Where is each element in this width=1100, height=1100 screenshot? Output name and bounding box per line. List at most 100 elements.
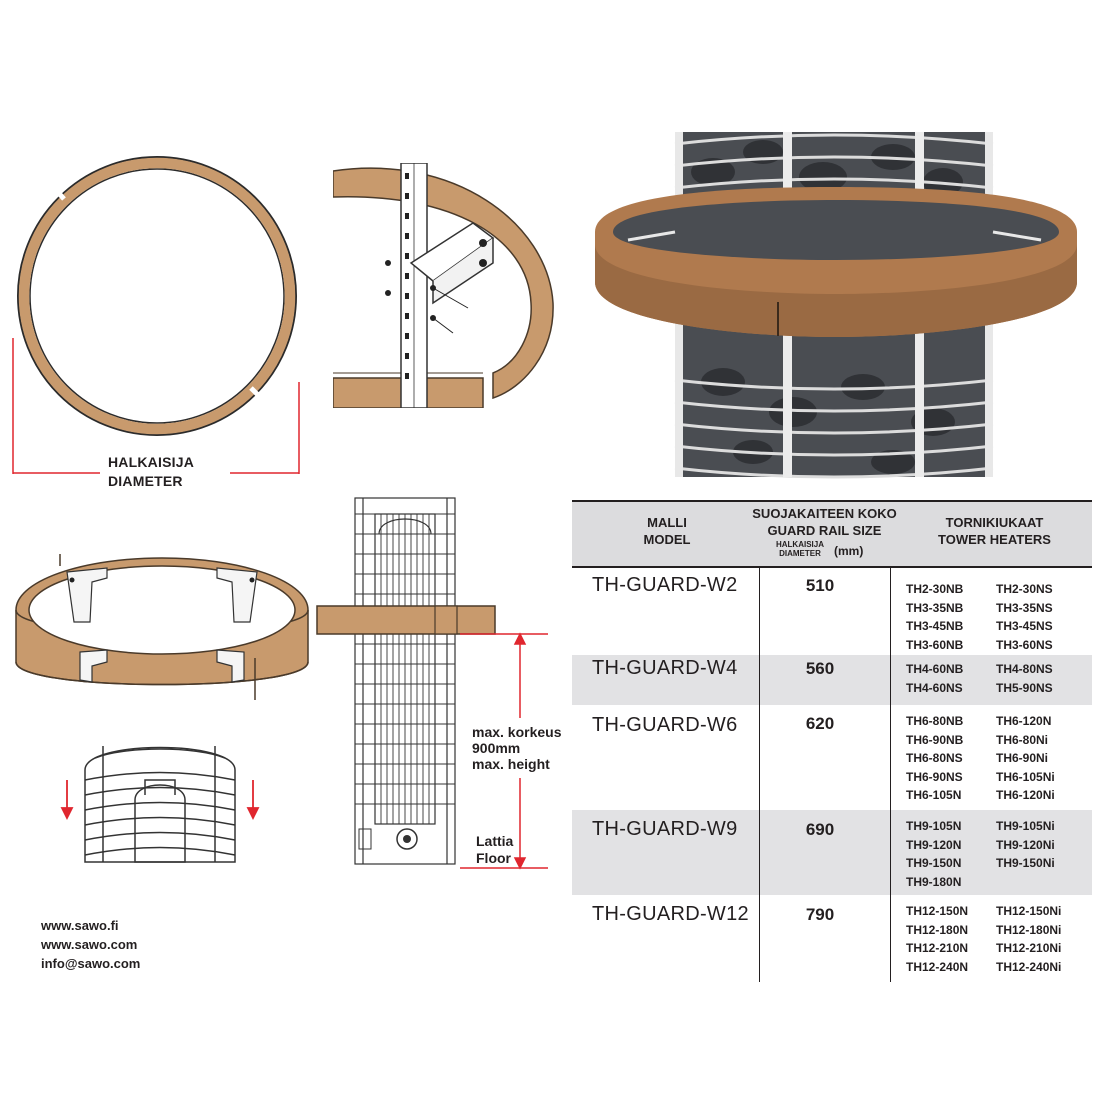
heater: TH9-105N bbox=[906, 819, 962, 833]
header-model-en: MODEL bbox=[643, 532, 691, 547]
heater: TH12-180N bbox=[906, 922, 969, 937]
header-size-unit: (mm) bbox=[834, 544, 864, 558]
height-label-value: 900mm bbox=[472, 740, 521, 756]
diameter-label-en: DIAMETER bbox=[108, 473, 183, 489]
heater: TH6-105N bbox=[906, 788, 962, 802]
bracket-detail-drawing bbox=[333, 163, 554, 408]
heater: TH6-90NB bbox=[906, 732, 964, 747]
model-w6: TH-GUARD-W6 bbox=[592, 714, 738, 736]
heater: TH6-80NB bbox=[906, 714, 964, 728]
header-heaters-en: TOWER HEATERS bbox=[938, 532, 1051, 547]
heaters-w2-a: TH2-30NB TH3-35NB TH3-45NB TH3-60NB bbox=[906, 580, 963, 654]
heater: TH2-30NS bbox=[996, 582, 1053, 596]
heater: TH6-120N bbox=[996, 714, 1052, 728]
heater: TH6-90NS bbox=[906, 769, 963, 784]
heater-with-guard-render bbox=[595, 132, 1077, 479]
heaters-w2-b: TH2-30NS TH3-35NS TH3-45NS TH3-60NS bbox=[996, 580, 1053, 654]
height-label-fi: max. korkeus bbox=[472, 724, 562, 740]
heater: TH4-80NS bbox=[996, 662, 1053, 676]
header-size-en: GUARD RAIL SIZE bbox=[767, 523, 882, 538]
heater: TH2-30NB bbox=[906, 582, 964, 596]
height-label: max. korkeus 900mm max. height bbox=[472, 724, 582, 772]
heater: TH3-45NB bbox=[906, 619, 964, 633]
header-size-sub-en: DIAMETER bbox=[779, 549, 821, 558]
heater: TH12-150Ni bbox=[996, 904, 1062, 918]
header-size-fi: SUOJAKAITEEN KOKO bbox=[752, 506, 897, 521]
guard-ring-perspective bbox=[15, 554, 309, 700]
header-heaters-fi: TORNIKIUKAAT bbox=[945, 515, 1044, 530]
heaters-w4-a: TH4-60NB TH4-60NS bbox=[906, 660, 963, 697]
heaters-w6-b: TH6-120N TH6-80Ni TH6-90Ni TH6-105Ni TH6… bbox=[996, 712, 1055, 805]
diameter-label-fi: HALKAISIJA bbox=[108, 454, 195, 470]
floor-label-fi: Lattia bbox=[476, 833, 514, 849]
row-shade-w9 bbox=[572, 810, 1092, 895]
guard-ring-top-view bbox=[17, 156, 297, 436]
heater: TH6-90Ni bbox=[996, 751, 1049, 765]
header-model: MALLI MODEL bbox=[602, 514, 732, 548]
heaters-w9-a: TH9-105N TH9-120N TH9-150N TH9-180N bbox=[906, 817, 961, 891]
col-divider-1 bbox=[759, 566, 760, 982]
heater: TH12-180Ni bbox=[996, 922, 1062, 937]
heater: TH12-240N bbox=[906, 959, 969, 974]
header-size: SUOJAKAITEEN KOKO GUARD RAIL SIZE bbox=[742, 505, 907, 539]
heaters-w12-b: TH12-150Ni TH12-180Ni TH12-210Ni TH12-24… bbox=[996, 902, 1061, 976]
header-size-sub: HALKAISIJA DIAMETER bbox=[765, 540, 835, 558]
heater: TH4-60NB bbox=[906, 662, 964, 676]
heater: TH9-180N bbox=[906, 874, 962, 889]
size-w12: 790 bbox=[805, 905, 835, 924]
diameter-label: HALKAISIJA DIAMETER bbox=[108, 453, 228, 491]
model-w9: TH-GUARD-W9 bbox=[592, 818, 738, 840]
heater: TH9-105Ni bbox=[996, 819, 1055, 833]
heaters-w6-a: TH6-80NB TH6-90NB TH6-80NS TH6-90NS TH6-… bbox=[906, 712, 963, 805]
floor-label-en: Floor bbox=[476, 850, 511, 866]
contact-email[interactable]: info@sawo.com bbox=[41, 956, 141, 971]
heater: TH12-240Ni bbox=[996, 959, 1062, 974]
heater: TH9-120N bbox=[906, 837, 962, 852]
heaters-w12-a: TH12-150N TH12-180N TH12-210N TH12-240N bbox=[906, 902, 968, 976]
heaters-w9-b: TH9-105Ni TH9-120Ni TH9-150Ni bbox=[996, 817, 1055, 873]
table-header-border bbox=[572, 566, 1092, 568]
model-w4: TH-GUARD-W4 bbox=[592, 657, 738, 679]
heater: TH3-45NS bbox=[996, 619, 1053, 633]
size-w4: 560 bbox=[805, 659, 835, 678]
table-header bbox=[572, 502, 1092, 566]
col-divider-2 bbox=[890, 566, 891, 982]
contact-info: www.sawo.fi www.sawo.com info@sawo.com bbox=[41, 916, 191, 973]
model-w2: TH-GUARD-W2 bbox=[592, 574, 738, 596]
heater: TH12-150N bbox=[906, 904, 969, 918]
size-w9: 690 bbox=[805, 820, 835, 839]
heater: TH3-60NS bbox=[996, 637, 1053, 652]
header-heaters: TORNIKIUKAAT TOWER HEATERS bbox=[902, 514, 1087, 548]
guard-size-table: MALLI MODEL SUOJAKAITEEN KOKO GUARD RAIL… bbox=[572, 500, 1092, 982]
heater: TH3-60NB bbox=[906, 637, 964, 652]
diameter-dimension bbox=[12, 338, 300, 474]
size-w6: 620 bbox=[805, 714, 835, 733]
contact-website-fi[interactable]: www.sawo.fi bbox=[41, 918, 119, 933]
heater-top-install bbox=[60, 746, 260, 863]
row-shade-w4 bbox=[572, 655, 1092, 705]
floor-label: Lattia Floor bbox=[476, 833, 546, 867]
heater: TH3-35NS bbox=[996, 600, 1053, 615]
heater: TH3-35NB bbox=[906, 600, 964, 615]
height-dimension bbox=[460, 632, 548, 870]
table-top-border bbox=[572, 500, 1092, 502]
tower-heater-side-view bbox=[316, 497, 496, 865]
heaters-w4-b: TH4-80NS TH5-90NS bbox=[996, 660, 1053, 697]
heater: TH12-210N bbox=[906, 941, 969, 955]
heater: TH5-90NS bbox=[996, 680, 1053, 695]
heater: TH6-120Ni bbox=[996, 788, 1055, 802]
contact-website-com[interactable]: www.sawo.com bbox=[41, 937, 138, 952]
heater: TH9-120Ni bbox=[996, 837, 1055, 852]
heater: TH9-150N bbox=[906, 856, 962, 870]
heater: TH9-150Ni bbox=[996, 856, 1055, 870]
header-model-fi: MALLI bbox=[647, 515, 687, 530]
heater: TH6-80Ni bbox=[996, 732, 1049, 747]
heater: TH12-210Ni bbox=[996, 941, 1062, 955]
header-size-sub-fi: HALKAISIJA bbox=[775, 540, 824, 549]
size-w2: 510 bbox=[805, 576, 835, 595]
heater: TH4-60NS bbox=[906, 680, 963, 695]
height-label-en: max. height bbox=[472, 756, 550, 772]
model-w12: TH-GUARD-W12 bbox=[592, 903, 749, 925]
heater: TH6-80NS bbox=[906, 751, 963, 765]
heater: TH6-105Ni bbox=[996, 769, 1055, 784]
